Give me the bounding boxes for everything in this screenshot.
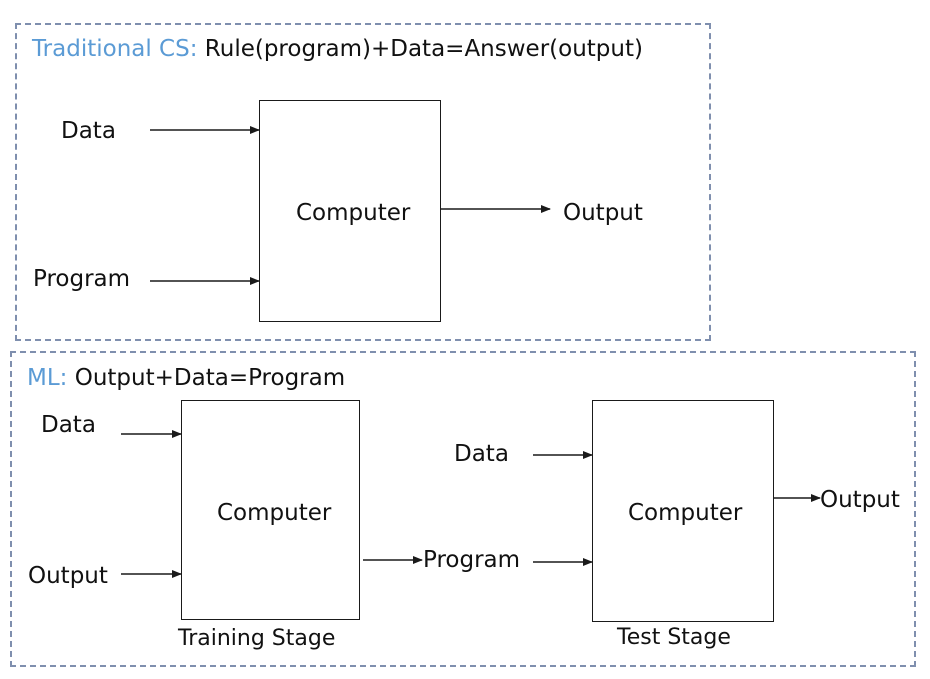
ml-heading-text: Output+Data=Program [67,365,346,391]
traditional-computer-label: Computer [296,200,411,226]
traditional-cs-heading: Traditional CS: Rule(program)+Data=Answe… [32,35,643,63]
ml-heading-prefix: ML: [27,365,68,391]
test-data-label: Data [454,441,509,467]
traditional-cs-heading-prefix: Traditional CS: [32,36,198,62]
test-computer-box [592,400,774,622]
traditional-cs-heading-text: Rule(program)+Data=Answer(output) [197,36,643,62]
ml-heading: ML: Output+Data=Program [27,364,345,392]
training-output-label: Output [28,563,108,589]
traditional-program-label: Program [33,266,131,292]
traditional-output-label: Output [563,200,643,226]
ml-panel [10,351,916,667]
training-computer-label: Computer [217,500,332,526]
test-output-label: Output [820,487,900,513]
training-data-label: Data [41,412,96,438]
test-computer-label: Computer [628,500,743,526]
traditional-data-label: Data [61,118,116,144]
traditional-cs-panel [15,23,711,341]
test-stage-caption: Test Stage [617,625,731,650]
program-label: Program [423,547,521,573]
training-computer-box [181,400,360,620]
traditional-computer-box [259,100,441,322]
training-stage-caption: Training Stage [178,626,336,651]
